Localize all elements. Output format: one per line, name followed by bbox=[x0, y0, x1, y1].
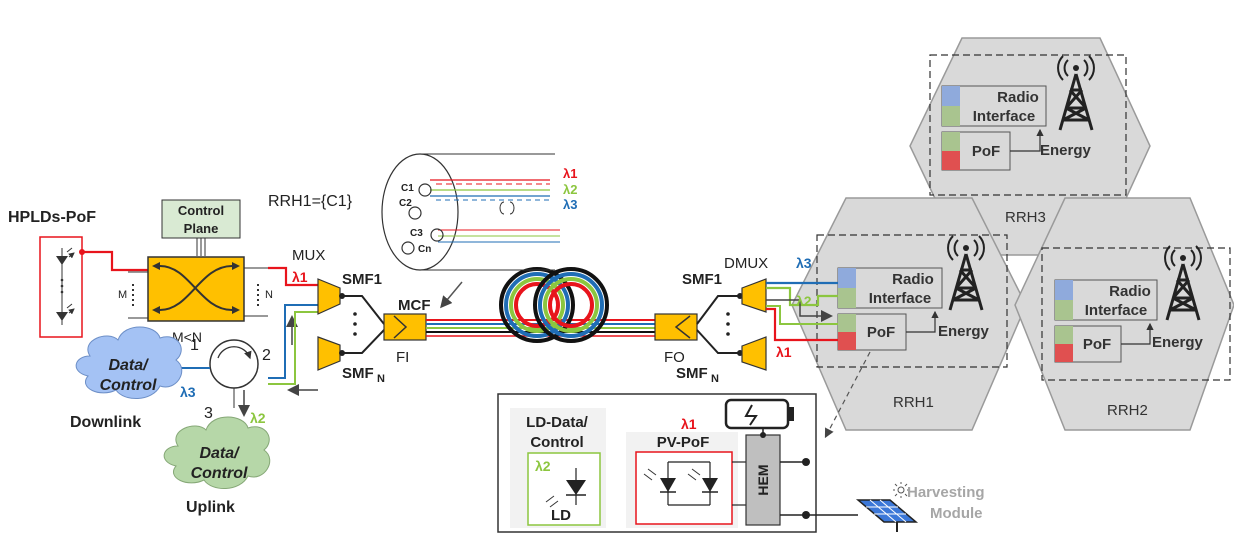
svg-text:Data/: Data/ bbox=[108, 357, 149, 374]
smf1-left-label: SMF1 bbox=[342, 271, 382, 288]
lambda1-pv: λ1 bbox=[681, 416, 697, 432]
lambda2-rrh: λ2 bbox=[796, 293, 812, 309]
circulator-port-1: 1 bbox=[190, 337, 199, 354]
core-c2: C2 bbox=[399, 198, 412, 209]
m-lt-n-label: M<N bbox=[172, 329, 202, 345]
mux-label: MUX bbox=[292, 247, 325, 264]
sun-icon bbox=[893, 482, 909, 498]
smfn-right bbox=[741, 336, 767, 371]
svg-text:Control: Control bbox=[100, 377, 157, 394]
fo-label: FO bbox=[664, 349, 685, 366]
rrh3-label: RRH3 bbox=[1005, 209, 1046, 226]
svg-text:Radio: Radio bbox=[892, 271, 934, 288]
downlink-caption: Downlink bbox=[70, 414, 141, 431]
circulator-port-3: 3 bbox=[204, 405, 213, 422]
uplink-caption: Uplink bbox=[186, 499, 235, 516]
svg-text:Interface: Interface bbox=[973, 108, 1036, 125]
battery-icon bbox=[724, 398, 794, 430]
hem-label: HEM bbox=[755, 464, 771, 495]
lambda2-ld: λ2 bbox=[535, 458, 551, 474]
rrh3-energy: Energy bbox=[1040, 142, 1092, 159]
rrh2-pof-box: PoF bbox=[1054, 325, 1122, 363]
svg-text:Control: Control bbox=[530, 434, 583, 451]
lambda3-fiber: λ3 bbox=[563, 197, 577, 212]
smfn-left bbox=[317, 336, 341, 371]
svg-text:PoF: PoF bbox=[1083, 336, 1111, 353]
pv-pof-label: PV-PoF bbox=[657, 434, 710, 451]
solar-panel-icon bbox=[855, 499, 919, 532]
rrh1-pof-box: PoF bbox=[837, 313, 907, 351]
smf1-right bbox=[741, 278, 767, 313]
svg-text:PoF: PoF bbox=[972, 143, 1000, 160]
lambda2-uplink: λ2 bbox=[250, 410, 266, 426]
svg-text:Control: Control bbox=[191, 465, 248, 482]
circulator bbox=[209, 339, 259, 389]
hplds-label: HPLDs-PoF bbox=[8, 209, 96, 226]
hplds-box bbox=[39, 236, 83, 338]
control-plane-box: Control Plane bbox=[161, 199, 241, 239]
mcf-label: MCF bbox=[398, 297, 431, 314]
svg-text:Radio: Radio bbox=[1109, 283, 1151, 300]
lambda1-fiber: λ1 bbox=[563, 166, 577, 181]
dmux-label: DMUX bbox=[724, 255, 768, 272]
fi-label: FI bbox=[396, 349, 409, 366]
svg-text:LD-Data/: LD-Data/ bbox=[526, 414, 589, 431]
switch-m-label: M bbox=[118, 289, 127, 301]
downlink-cloud: Data/ Control bbox=[75, 326, 183, 399]
svg-text:Plane: Plane bbox=[184, 221, 219, 236]
svg-text:Data/: Data/ bbox=[199, 445, 240, 462]
smfn-left-subscript: N bbox=[377, 373, 385, 385]
lambda3-rrh: λ3 bbox=[796, 255, 812, 271]
rrh1-radio-interface: Radio Interface bbox=[837, 267, 943, 309]
svg-text:Control: Control bbox=[178, 203, 224, 218]
uplink-cloud: Data/ Control bbox=[163, 416, 271, 489]
fiber-coil bbox=[499, 267, 609, 343]
switch-n-label: N bbox=[265, 289, 273, 301]
lambda3-downlink: λ3 bbox=[180, 384, 196, 400]
core-c1: C1 bbox=[401, 183, 414, 194]
smfn-right-label: SMF bbox=[676, 365, 708, 382]
svg-text:Interface: Interface bbox=[1085, 302, 1148, 319]
circulator-port-2: 2 bbox=[262, 347, 271, 364]
smfn-left-label: SMF bbox=[342, 365, 374, 382]
harvesting-label-2: Module bbox=[930, 505, 983, 522]
ld-label: LD bbox=[551, 507, 571, 524]
optical-switch bbox=[147, 256, 245, 322]
smf1-right-label: SMF1 bbox=[682, 271, 722, 288]
lambda1-rrh: λ1 bbox=[776, 344, 792, 360]
core-cn: Cn bbox=[418, 244, 431, 255]
rrh2-radio-interface: Radio Interface bbox=[1054, 279, 1158, 321]
rrh1-core-map: RRH1={C1} bbox=[268, 193, 353, 210]
smf1-left bbox=[317, 278, 341, 315]
lambda1-mux: λ1 bbox=[292, 269, 308, 285]
smfn-right-subscript: N bbox=[711, 373, 719, 385]
harvesting-label-1: Harvesting bbox=[907, 484, 985, 501]
rrh1-antenna-icon bbox=[947, 235, 985, 311]
fan-in-box bbox=[383, 313, 427, 341]
svg-text:Interface: Interface bbox=[869, 290, 932, 307]
mcf-cross-section: C1 C2 C3 Cn bbox=[381, 153, 560, 271]
rrh1-label: RRH1 bbox=[893, 394, 934, 411]
rrh2-label: RRH2 bbox=[1107, 402, 1148, 419]
rrh3-antenna-icon bbox=[1057, 55, 1095, 131]
svg-text:Radio: Radio bbox=[997, 89, 1039, 106]
rrh3-pof-box: PoF bbox=[941, 131, 1011, 171]
lambda2-fiber: λ2 bbox=[563, 182, 577, 197]
mcf-cable bbox=[426, 319, 655, 337]
rrh2-antenna-icon bbox=[1164, 245, 1202, 321]
rrh1-energy: Energy bbox=[938, 323, 990, 340]
rrh2-energy: Energy bbox=[1152, 334, 1204, 351]
core-c3: C3 bbox=[410, 228, 423, 239]
rrh3-radio-interface: Radio Interface bbox=[941, 85, 1047, 127]
svg-text:PoF: PoF bbox=[867, 324, 895, 341]
fan-out-box bbox=[654, 313, 698, 341]
